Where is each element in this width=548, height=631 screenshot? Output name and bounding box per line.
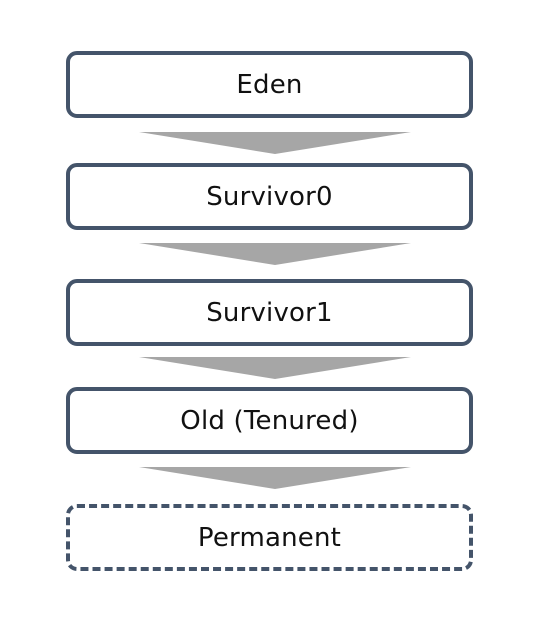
permanent-box: Permanent <box>66 504 473 571</box>
survivor1-box: Survivor1 <box>66 279 473 346</box>
arrow-down-icon <box>139 467 411 489</box>
eden-label: Eden <box>236 69 303 100</box>
arrow-eden-to-survivor0 <box>139 132 411 154</box>
survivor0-box: Survivor0 <box>66 163 473 230</box>
old-tenured-box: Old (Tenured) <box>66 387 473 454</box>
survivor0-label: Survivor0 <box>206 181 333 212</box>
survivor1-label: Survivor1 <box>206 297 333 328</box>
arrow-survivor0-to-survivor1 <box>139 243 411 265</box>
arrow-down-icon <box>139 357 411 379</box>
arrow-survivor1-to-old <box>139 357 411 379</box>
arrow-old-to-permanent <box>139 467 411 489</box>
arrow-down-icon <box>139 132 411 154</box>
arrow-down-icon <box>139 243 411 265</box>
permanent-label: Permanent <box>197 522 342 553</box>
old-tenured-label: Old (Tenured) <box>180 405 359 436</box>
eden-box: Eden <box>66 51 473 118</box>
